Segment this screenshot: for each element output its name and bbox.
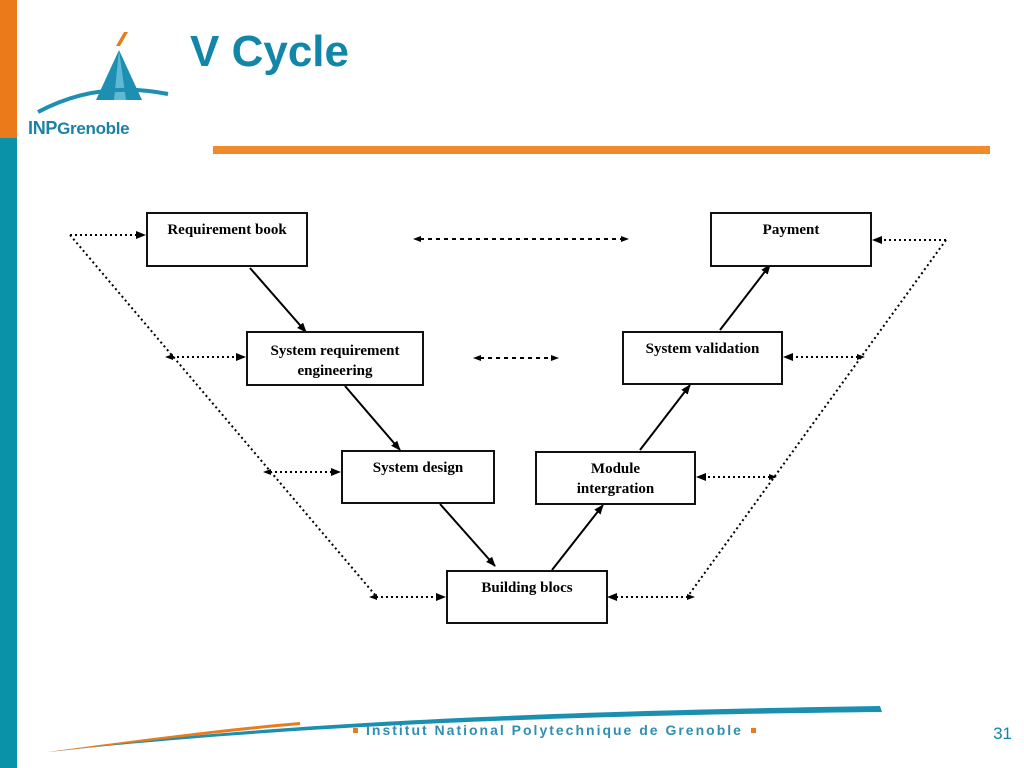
logo-mountain-icon xyxy=(37,32,169,114)
logo-text: INPGrenoble xyxy=(28,118,130,138)
box-requirement-book: Requirement book xyxy=(146,212,308,267)
box-payment: Payment xyxy=(710,212,872,267)
title-underline xyxy=(213,146,990,154)
left-accent-bar-orange xyxy=(0,0,17,138)
page-number: 31 xyxy=(993,724,1012,743)
box-system-design: System design xyxy=(341,450,495,504)
footer-institution: Institut National Polytechnique de Greno… xyxy=(353,722,756,738)
box-module-integration-label: Module intergration xyxy=(576,461,655,497)
left-accent-bar-teal xyxy=(0,138,17,768)
box-payment-label: Payment xyxy=(762,222,820,238)
footer-bullet-left xyxy=(353,727,358,733)
slide-title: V Cycle xyxy=(190,27,349,76)
flow-arrow-building-to-module xyxy=(551,504,604,571)
flow-arrow-validation-to-payment xyxy=(719,264,771,331)
box-requirement-book-label: Requirement book xyxy=(167,222,287,238)
box-system-design-label: System design xyxy=(372,460,464,476)
inp-grenoble-logo: INPGrenoble xyxy=(28,22,178,142)
box-module-integration: Module intergration xyxy=(535,451,696,505)
box-system-validation-label: System validation xyxy=(645,341,760,357)
box-system-requirement: System requirement engineering xyxy=(246,331,424,386)
flow-arrow-module-to-validation xyxy=(639,384,691,451)
box-system-validation: System validation xyxy=(622,331,783,385)
footer-bullet-right xyxy=(750,727,756,733)
flow-arrow-requirement-to-system-requirement xyxy=(249,267,307,333)
flow-arrow-system-requirement-to-design xyxy=(344,385,401,451)
footer-institution-label: Institut National Polytechnique de Greno… xyxy=(366,722,743,738)
box-building-blocs-label: Building blocs xyxy=(481,580,573,596)
flow-arrow-design-to-building xyxy=(439,503,496,567)
right-dotted-slope xyxy=(687,239,947,597)
box-system-requirement-label: System requirement engineering xyxy=(270,343,400,379)
left-dotted-slope xyxy=(69,234,377,597)
box-building-blocs: Building blocs xyxy=(446,570,608,624)
